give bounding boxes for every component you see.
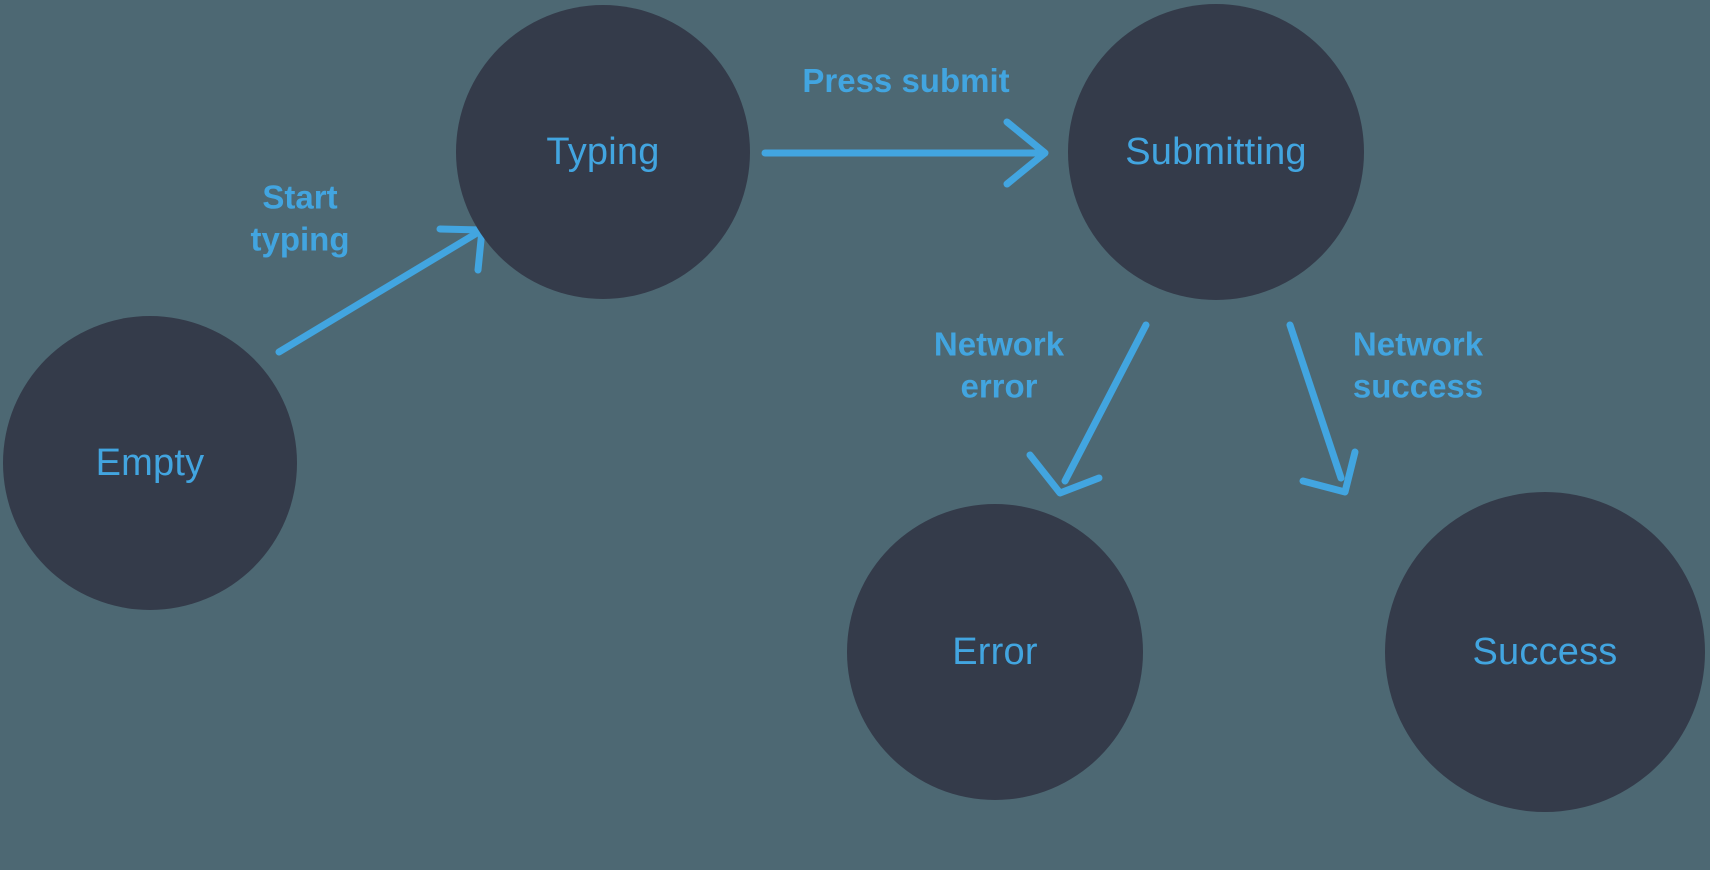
edge-label-network-success: Network success <box>1352 325 1484 404</box>
state-node-success[interactable]: Success <box>1385 492 1705 812</box>
edge-typing-to-submitting <box>761 118 1049 188</box>
edge-submitting-to-error <box>1026 321 1150 497</box>
state-label-error: Error <box>952 630 1038 673</box>
edge-submitting-to-success <box>1286 321 1359 496</box>
state-label-submitting: Submitting <box>1125 130 1307 173</box>
state-node-error[interactable]: Error <box>847 504 1143 800</box>
edge-label-start-typing: Start typing <box>250 178 350 257</box>
state-node-typing[interactable]: Typing <box>456 5 750 299</box>
state-label-empty: Empty <box>95 441 205 484</box>
edge-label-press-submit: Press submit <box>802 62 1010 100</box>
state-label-success: Success <box>1472 630 1618 673</box>
state-node-empty[interactable]: Empty <box>3 316 297 610</box>
state-node-submitting[interactable]: Submitting <box>1068 4 1364 300</box>
state-label-typing: Typing <box>546 130 660 173</box>
edge-label-network-error: Network error <box>933 325 1065 404</box>
